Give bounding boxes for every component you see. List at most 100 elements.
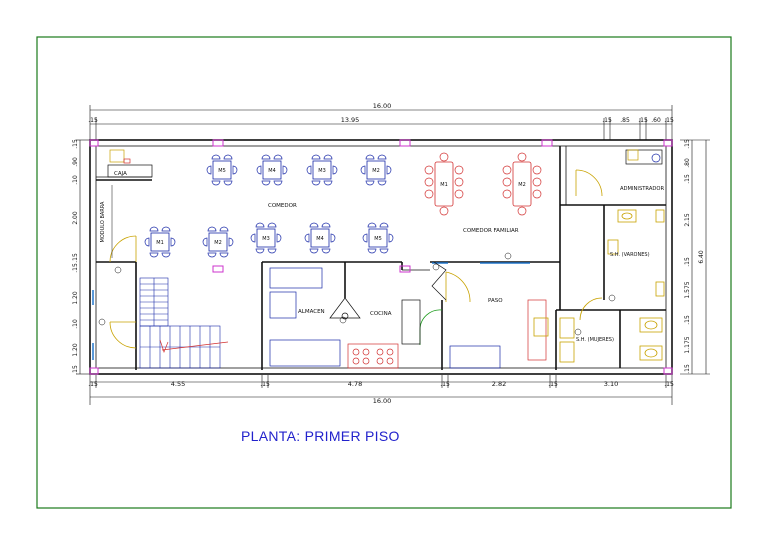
chair	[206, 165, 212, 175]
chair	[424, 189, 434, 199]
chair	[439, 152, 449, 162]
chair	[309, 222, 319, 228]
table-square-3: M3	[306, 154, 338, 186]
chair	[517, 152, 527, 162]
chair	[211, 154, 221, 160]
chair	[532, 165, 542, 175]
chair	[311, 180, 321, 186]
chair	[321, 248, 331, 254]
table-top	[368, 228, 388, 248]
dimension-left	[76, 139, 90, 375]
chair	[439, 206, 449, 216]
table-square-6: M2	[202, 226, 234, 258]
dim-bottom-seg-4: .15	[440, 381, 450, 388]
chair	[161, 252, 171, 258]
chair	[211, 180, 221, 186]
kitchen-counter	[329, 297, 361, 320]
chair	[454, 177, 464, 187]
chair	[323, 180, 333, 186]
chair	[367, 222, 377, 228]
dim-bottom-seg-6: .15	[548, 381, 558, 388]
table-top	[212, 160, 232, 180]
table-label: M2	[518, 182, 526, 188]
chair	[250, 233, 256, 243]
chair	[267, 248, 277, 254]
kitchen-sink-area	[401, 261, 447, 345]
almacen-shelves	[269, 267, 341, 367]
chair	[454, 189, 464, 199]
dim-bottom-seg-5: 2.82	[492, 380, 506, 388]
chair	[379, 222, 389, 228]
plan-title: PLANTA: PRIMER PISO	[241, 428, 400, 444]
paso-furniture	[449, 299, 547, 369]
doors	[109, 169, 603, 349]
chair	[454, 165, 464, 175]
chair	[424, 177, 434, 187]
chair	[219, 252, 229, 258]
table-top	[150, 232, 170, 252]
dimension-right-labels: .15 .80 .15 2.15 .15 1.575 .15 1.175 .15…	[684, 139, 705, 374]
chair	[202, 237, 208, 247]
chair	[219, 226, 229, 232]
table-label: M2	[214, 240, 222, 246]
chair	[362, 233, 368, 243]
label-comedor: COMEDOR	[268, 203, 297, 209]
table-label: M5	[218, 168, 226, 174]
dim-left-seg-0: .15	[72, 139, 79, 149]
chair	[309, 248, 319, 254]
dim-right-seg-2: .15	[684, 174, 691, 184]
table-label: M1	[440, 182, 448, 188]
chair	[304, 233, 310, 243]
label-ss-varones: S.H. (VARONES)	[610, 252, 650, 258]
chair	[502, 177, 512, 187]
label-almacen: ALMACEN	[298, 309, 325, 315]
chair	[170, 237, 176, 247]
dimension-left-labels: .15 .90 .10 2.00 .15 .15 1.20 .10 1.20 .…	[72, 139, 79, 375]
caja-counter	[107, 149, 153, 178]
table-square-5: M1	[144, 226, 176, 258]
chair	[261, 180, 271, 186]
dim-bottom-seg-7: 3.10	[604, 380, 618, 388]
label-cocina: COCINA	[370, 311, 392, 317]
chair	[149, 226, 159, 232]
table-label: M3	[318, 168, 326, 174]
table-family-2: M2	[502, 152, 542, 216]
dim-bottom-seg-1: 4.55	[171, 380, 185, 388]
stair-cut-line	[159, 339, 229, 354]
table-label: M4	[268, 168, 276, 174]
chair	[306, 165, 312, 175]
chair	[365, 180, 375, 186]
chair	[502, 165, 512, 175]
dim-top-total: 16.00	[373, 102, 392, 110]
dim-bottom-seg-0: .15	[88, 381, 98, 388]
columns	[89, 139, 673, 375]
dim-top-seg-0: .15	[88, 117, 98, 124]
table-label: M2	[372, 168, 380, 174]
stove	[347, 343, 399, 369]
dim-left-seg-3: 2.00	[72, 211, 79, 225]
chair	[149, 252, 159, 258]
table-square-8: M4	[304, 222, 336, 254]
chair	[232, 165, 238, 175]
table-family-1: M1	[424, 152, 464, 216]
chair	[207, 226, 217, 232]
chair	[332, 165, 338, 175]
chair	[532, 189, 542, 199]
chair	[144, 237, 150, 247]
table-top	[512, 161, 532, 207]
dim-left-seg-2: .10	[72, 175, 79, 185]
dim-bottom-seg-3: 4.78	[348, 380, 362, 388]
table-label: M1	[156, 240, 164, 246]
table-top	[256, 228, 276, 248]
dim-right-seg-0: .15	[684, 139, 691, 149]
comedor-familiar-tables: M1 M2	[424, 152, 542, 216]
chair	[330, 233, 336, 243]
dim-left-seg-4: .15	[72, 253, 79, 263]
dim-left-seg-5: .15	[72, 263, 79, 273]
administrador-furniture	[625, 149, 663, 165]
dim-right-seg-3: 2.15	[684, 213, 691, 227]
dim-left-seg-7: .10	[72, 319, 79, 329]
dim-right-seg-8: .15	[684, 364, 691, 374]
table-label: M5	[374, 236, 382, 242]
